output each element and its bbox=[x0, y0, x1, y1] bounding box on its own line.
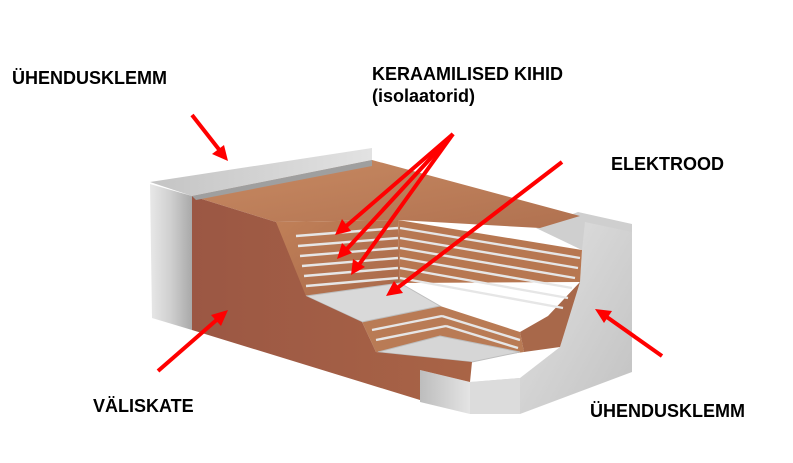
ceramic-front-face bbox=[192, 196, 472, 400]
arrow-outer-coating bbox=[156, 310, 228, 373]
arrow-terminal-top bbox=[190, 113, 228, 161]
label-ceramic-subtitle: (isolaatorid) bbox=[372, 86, 476, 106]
label-electrode: ELEKTROOD bbox=[611, 154, 725, 174]
pointer-arrows bbox=[156, 113, 664, 373]
label-terminal-bottom: ÜHENDUSKLEMM bbox=[590, 401, 745, 421]
label-terminal-top: ÜHENDUSKLEMM bbox=[12, 68, 167, 88]
arrow-ceramic-2 bbox=[337, 132, 455, 259]
label-ceramic-title: KERAAMILISED KIHID bbox=[372, 64, 564, 84]
arrow-ceramic-3 bbox=[351, 132, 455, 275]
arrow-ceramic-1 bbox=[335, 132, 455, 235]
arrow-terminal-bottom bbox=[595, 309, 664, 358]
label-outer-coating: VÄLISKATE bbox=[93, 396, 194, 416]
left-terminal bbox=[150, 148, 372, 330]
arrow-electrode bbox=[386, 160, 564, 296]
label-ceramic-layers: KERAAMILISED KIHID (isolaatorid) bbox=[372, 63, 563, 107]
ceramic-layers bbox=[295, 226, 581, 350]
right-terminal bbox=[420, 212, 632, 414]
